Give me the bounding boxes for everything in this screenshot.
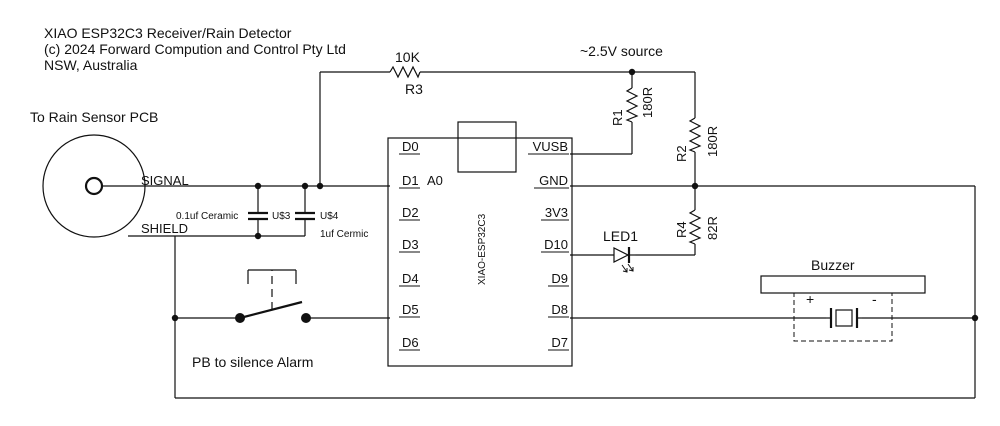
sensor-title: To Rain Sensor PCB xyxy=(30,109,158,125)
r3-value: 10K xyxy=(395,49,421,65)
r2-value: 180R xyxy=(705,126,720,157)
buzzer-minus: - xyxy=(872,291,877,307)
resistor-r2-icon xyxy=(688,117,702,153)
u3-ref: U$3 xyxy=(272,211,291,222)
title-line-1: XIAO ESP32C3 Receiver/Rain Detector xyxy=(44,25,292,41)
u4-value: 1uf Cermic xyxy=(320,229,368,240)
pin-d2: D2 xyxy=(402,205,419,220)
junction-dots xyxy=(171,68,979,322)
title-line-3: NSW, Australia xyxy=(44,57,138,73)
u4-ref: U$4 xyxy=(320,211,339,222)
title-line-2: (c) 2024 Forward Compution and Control P… xyxy=(44,41,346,57)
shield-label: SHIELD xyxy=(141,221,188,236)
r1-value: 180R xyxy=(640,87,655,118)
capacitor-u4-icon xyxy=(295,211,315,221)
pin-d8: D8 xyxy=(551,302,568,317)
source-label: ~2.5V source xyxy=(580,43,663,59)
led-icon xyxy=(613,247,636,273)
wires xyxy=(102,71,976,399)
r4-value: 82R xyxy=(705,216,720,240)
resistor-r3-icon xyxy=(389,65,421,79)
buzzer-title: Buzzer xyxy=(811,257,855,273)
buzzer-icon xyxy=(760,275,926,342)
pin-d5: D5 xyxy=(402,302,419,317)
r2-ref: R2 xyxy=(674,145,689,162)
u3-value: 0.1uf Ceramic xyxy=(176,211,238,222)
r1-ref: R1 xyxy=(610,109,625,126)
signal-label: SIGNAL xyxy=(141,173,189,188)
button-label: PB to silence Alarm xyxy=(192,354,313,370)
pin-d7: D7 xyxy=(551,335,568,350)
pin-d3: D3 xyxy=(402,237,419,252)
capacitor-u3-icon xyxy=(248,211,268,221)
r3-ref: R3 xyxy=(405,81,423,97)
push-button-icon xyxy=(235,269,311,323)
pin-d4: D4 xyxy=(402,271,419,286)
pin-d6: D6 xyxy=(402,335,419,350)
mcu-xiao-esp32c3 xyxy=(387,121,573,367)
pin-vusb: VUSB xyxy=(533,139,568,154)
pin-a0: A0 xyxy=(427,173,443,188)
pin-gnd: GND xyxy=(539,173,568,188)
mcu-name: XIAO-ESP32C3 xyxy=(477,213,488,285)
pin-3v3: 3V3 xyxy=(545,205,568,220)
buzzer-plus: + xyxy=(806,291,814,307)
pin-d0: D0 xyxy=(402,139,419,154)
pin-d10: D10 xyxy=(544,237,568,252)
pin-d9: D9 xyxy=(551,271,568,286)
resistor-r1-icon xyxy=(625,87,639,123)
pin-d1: D1 xyxy=(402,173,419,188)
resistor-r4-icon xyxy=(688,209,702,245)
r4-ref: R4 xyxy=(674,221,689,238)
pin-underlines xyxy=(399,153,569,351)
led-ref: LED1 xyxy=(603,228,638,244)
